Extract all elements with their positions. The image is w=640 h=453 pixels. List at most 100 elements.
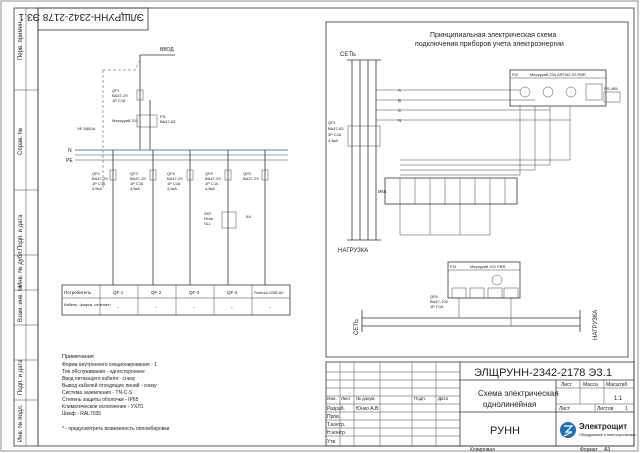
svg-text:N: N (398, 118, 401, 123)
svg-text:Масса: Масса (583, 382, 598, 388)
branch-3: QF4 BA47-29 1P C16 4,5кА (167, 150, 194, 285)
svg-text:BA47-29: BA47-29 (167, 176, 183, 181)
side-label-4: Инв. № дубл. (17, 250, 24, 287)
svg-text:4,5кА: 4,5кА (92, 186, 102, 191)
svg-text:BA47-29: BA47-29 (130, 176, 146, 181)
load-bottom-label: НАГРУЗКА (338, 248, 368, 254)
svg-text:Лист: Лист (341, 396, 351, 401)
svg-text:-: - (269, 305, 271, 311)
test-block (384, 177, 518, 205)
side-label-6: Подп. и дата (18, 359, 24, 395)
svg-text:1P C16: 1P C16 (92, 181, 106, 186)
left-rating-label: 1Ф 5(60)А (77, 126, 96, 131)
svg-text:QF5: QF5 (205, 171, 214, 176)
svg-text:QF4: QF4 (167, 171, 176, 176)
right-schematic-frame (325, 21, 629, 358)
table-col-1: QF-1 (113, 290, 124, 295)
table-col-2: QF-2 (151, 290, 162, 295)
top-stamp-box (37, 7, 149, 31)
title-block: ЭЛЩРУНН-2342-2178 ЭЗ.1 Изм. Лист № докум… (325, 361, 636, 447)
meter-label-1: PI1 (160, 114, 167, 119)
svg-text:Утв.: Утв. (327, 439, 337, 445)
svg-text:Т.контр.: Т.контр. (327, 422, 345, 428)
svg-text:Система заземления - TN-C-S: Система заземления - TN-C-S (62, 390, 133, 396)
net-bottom-label: СЕТЬ (354, 319, 360, 335)
svg-text:-: - (117, 305, 119, 311)
load-right-label: НАГРУЗКА (593, 310, 599, 340)
notes-footnote: * - предусмотреть возможность опломбиров… (62, 426, 170, 432)
svg-text:Масштаб: Масштаб (606, 382, 628, 388)
svg-text:Степень защиты оболочки - IP65: Степень защиты оболочки - IP65 (62, 397, 139, 403)
svg-text:4,5кА: 4,5кА (328, 138, 338, 143)
input-label: ВВОД (160, 47, 174, 53)
svg-text:A: A (398, 88, 401, 93)
doc-name: РУНН (490, 425, 520, 437)
sheets-count: 1 (625, 406, 628, 412)
svg-text:Вывод кабелей отходящих линий: Вывод кабелей отходящих линий - снизу (62, 382, 157, 389)
svg-text:1P C16: 1P C16 (430, 304, 444, 309)
top-stamp-code: ЭЛЩРУНН-2342-2178 ЭЗ.1 (18, 11, 144, 22)
relay-label-4: 5А (246, 214, 251, 219)
svg-text:BA47-29: BA47-29 (243, 176, 259, 181)
table-header-consumer: Потребитель (64, 290, 92, 295)
company-name: Электрощит (579, 422, 627, 431)
side-label-1: Перв. примен. (18, 20, 24, 60)
svg-text:1P C16: 1P C16 (167, 181, 181, 186)
bus-pe-label: PE (66, 158, 73, 164)
table-col-3: QF-3 (189, 290, 200, 295)
developer-name: Юнко А.В. (356, 406, 380, 412)
svg-text:4,5кА: 4,5кА (167, 186, 177, 191)
svg-text:Дата: Дата (438, 396, 448, 401)
format-label: Формат (580, 447, 598, 453)
svg-text:Изм.: Изм. (327, 396, 337, 401)
doc-title-1: Схема электрическая (478, 389, 559, 398)
svg-text:QF3: QF3 (130, 171, 139, 176)
branch-5: QF5 BA47-29 (243, 150, 269, 285)
right-schematic: СЕТЬ A B C N QF1 ВА47-63 3P C16 4,5кА PI… (328, 52, 621, 340)
svg-text:BA47-100: BA47-100 (430, 299, 449, 304)
svg-text:1P C16: 1P C16 (130, 181, 144, 186)
svg-text:BA47-29: BA47-29 (92, 176, 108, 181)
svg-text:Меркурий 234 ARTM2-03 PBR: Меркурий 234 ARTM2-03 PBR (530, 72, 586, 77)
consumer-table: Потребитель Кабель, (марка, сечение) QF-… (61, 284, 291, 316)
svg-text:PI2: PI2 (512, 72, 519, 77)
copied-label: Копировал (470, 447, 495, 453)
notes: Примечания Форма внутреннего секциониров… (62, 354, 170, 432)
svg-text:Лист: Лист (559, 406, 571, 412)
table-col-5: Розетка 220В AC (254, 291, 284, 295)
relay-label-2: Реле (204, 216, 214, 221)
svg-text:Лист: Лист (561, 382, 573, 388)
svg-text:B: B (398, 98, 401, 103)
side-label-3: Подп. и дата (18, 214, 24, 250)
svg-text:Подп.: Подп. (414, 396, 426, 401)
rs485-label: RS-485 (604, 86, 618, 91)
svg-text:-: - (193, 305, 195, 311)
table-header-cable: Кабель, (марка, сечение) (64, 302, 111, 307)
left-schematic: ВВОД QF1 BA47-29 1P C16 PI1 ВА47-63 Мерк… (66, 47, 288, 285)
svg-text:Пров.: Пров. (327, 414, 340, 420)
svg-text:Меркурий 201 PBR: Меркурий 201 PBR (470, 264, 506, 269)
qf1-label-3: 1P C16 (112, 98, 126, 103)
format-value: А3 (604, 447, 610, 453)
svg-text:C: C (398, 108, 402, 113)
svg-text:4,5кА: 4,5кА (205, 186, 215, 191)
svg-text:Климатическое исполнение - УХЛ: Климатическое исполнение - УХЛ1 (62, 404, 144, 410)
svg-text:PI3: PI3 (450, 264, 457, 269)
svg-text:-: - (155, 305, 157, 311)
meter-pi2-dials (519, 83, 603, 101)
meter-pi3-terminals (451, 274, 519, 299)
doc-title-2: однолинейная (483, 400, 536, 409)
meter-label-3: Меркурий 201 (112, 118, 139, 123)
relay-label-3: SLL (204, 221, 212, 226)
title-code: ЭЛЩРУНН-2342-2178 ЭЗ.1 (474, 367, 612, 379)
notes-title: Примечания (62, 354, 94, 360)
svg-text:BA47-29: BA47-29 (205, 176, 221, 181)
company-sub: Оборудование и электроустановки (579, 433, 636, 437)
branch-2: QF3 BA47-29 1P C16 4,5кА (130, 150, 157, 285)
bus-n-label: N (68, 148, 72, 154)
svg-text:QF6: QF6 (430, 294, 439, 299)
svg-text:№ докум.: № докум. (356, 396, 376, 401)
svg-text:Листов: Листов (597, 406, 614, 412)
